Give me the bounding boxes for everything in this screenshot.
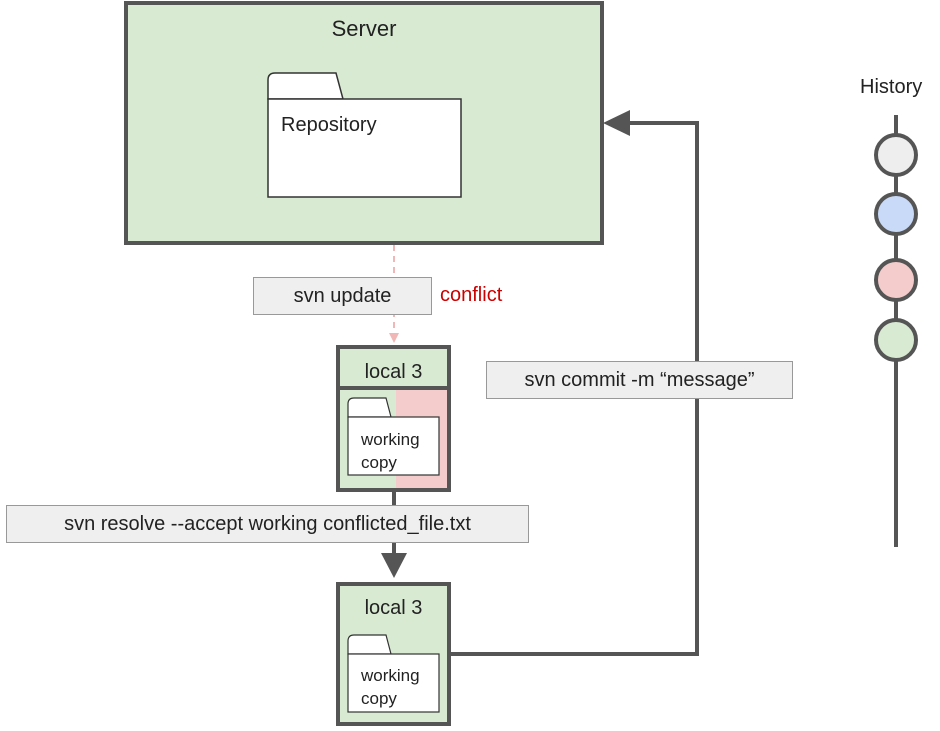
working-copy-folder-icon-2 — [347, 634, 440, 713]
svn-resolve-command: svn resolve --accept working conflicted_… — [6, 505, 529, 543]
history-label: History — [860, 76, 923, 98]
working-copy-label-2: working copy — [361, 666, 420, 708]
history-commit-4 — [874, 318, 918, 362]
svn-commit-label: svn commit -m “message” — [524, 368, 755, 391]
working-copy-folder-icon-1 — [347, 397, 440, 476]
svn-commit-command: svn commit -m “message” — [486, 361, 793, 399]
local-resolved-title: local 3 — [364, 597, 423, 619]
svn-update-command: svn update — [253, 277, 432, 315]
local-conflicted-title: local 3 — [364, 361, 423, 383]
repository-folder-icon — [267, 72, 462, 198]
svn-update-label: svn update — [293, 284, 392, 307]
server-title: Server — [331, 16, 397, 41]
svn-resolve-label: svn resolve --accept working conflicted_… — [64, 512, 471, 535]
history-commit-2 — [874, 192, 918, 236]
repository-label: Repository — [281, 114, 377, 136]
history-commit-3 — [874, 258, 918, 302]
conflict-label: conflict — [440, 284, 503, 306]
history-commit-1 — [874, 133, 918, 177]
working-copy-label-1: working copy — [361, 430, 420, 472]
